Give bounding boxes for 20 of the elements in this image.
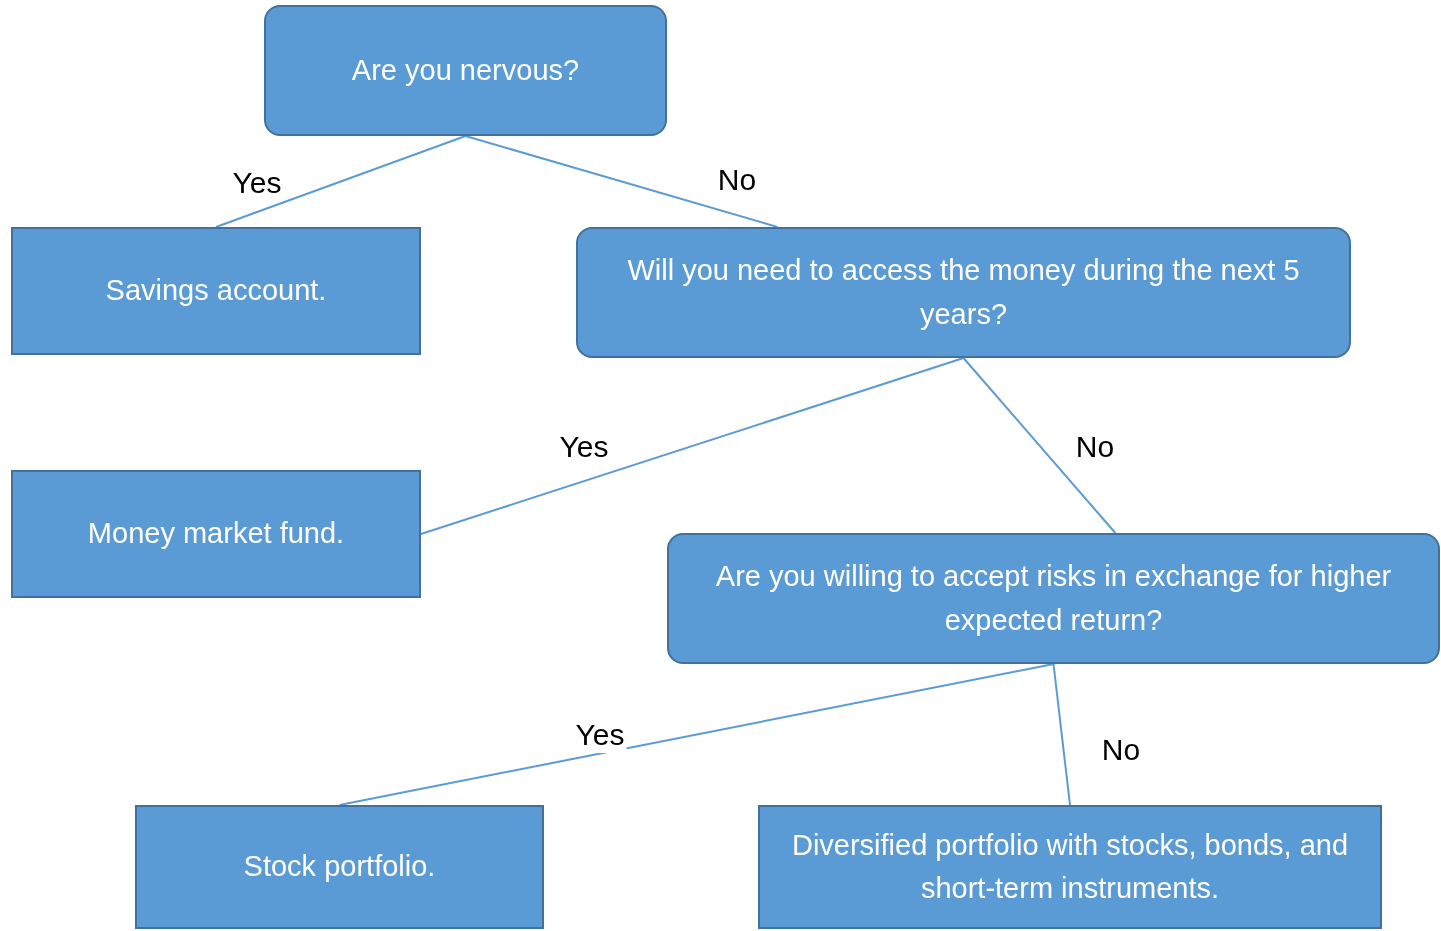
question-box — [264, 5, 667, 136]
node-text: Money market fund. — [87, 516, 345, 552]
question-box — [667, 533, 1440, 664]
answer-box — [758, 805, 1382, 929]
answer-box — [135, 805, 544, 929]
connector-line — [420, 357, 965, 535]
answer-box — [11, 227, 421, 355]
connector-line — [338, 663, 1055, 806]
connector-line — [464, 135, 779, 228]
node-text: Diversified portfolio with stocks, bonds, and short-term instruments. — [790, 827, 1350, 906]
node-text: Will you need to access the money during the next 5 years? — [626, 253, 1301, 332]
node-text: Are you nervous? — [351, 52, 580, 88]
connector-line — [962, 357, 1117, 534]
connector-line — [215, 135, 467, 228]
question-box — [576, 227, 1351, 358]
answer-box — [11, 470, 421, 598]
connector-line — [1052, 663, 1071, 806]
node-text: Are you willing to accept risks in exchange for higher expected return? — [714, 559, 1393, 638]
node-text: Stock portfolio. — [243, 849, 436, 885]
node-text: Savings account. — [105, 273, 327, 309]
